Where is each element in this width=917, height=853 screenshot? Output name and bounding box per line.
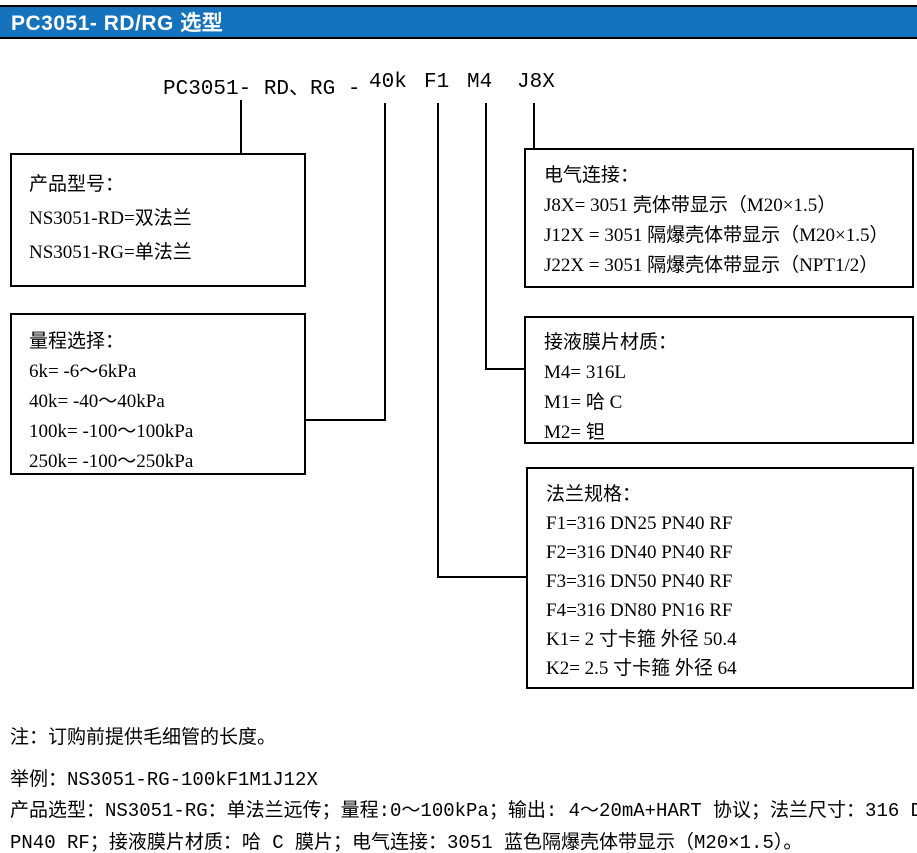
order-note: 注：订购前提供毛细管的长度。: [10, 727, 277, 749]
connector-diaphragm-horizontal: [485, 368, 526, 370]
range-selection-box-title: 量程选择：: [29, 331, 125, 352]
range-option: 40k= -40～40kPa: [29, 391, 165, 412]
product-model-option: NS3051-RD=双法兰: [29, 208, 192, 229]
model-code-flange: F1: [424, 71, 450, 94]
diaphragm-option: M4= 316L: [544, 362, 626, 383]
electrical-connection-box-title: 电气连接：: [544, 165, 640, 186]
product-model-box-title: 产品型号：: [29, 174, 125, 195]
range-option: 6k= -6～6kPa: [29, 361, 137, 382]
connector-range-vertical: [384, 103, 386, 421]
example-description-line2: PN40 RF；接液膜片材质：哈 C 膜片；电气连接：3051 蓝色隔爆壳体带显…: [10, 832, 803, 853]
electrical-option: J8X= 3051 壳体带显示（M20×1.5）: [544, 195, 837, 216]
model-code-diaphragm: M4: [467, 71, 493, 94]
flange-option: F1=316 DN25 PN40 RF: [546, 513, 733, 534]
connector-product-vertical: [240, 100, 242, 153]
example-model-code: 举例：NS3051-RG-100kF1M1J12X: [10, 769, 318, 791]
diaphragm-option: M1= 哈 C: [544, 392, 623, 413]
product-model-option: NS3051-RG=单法兰: [29, 242, 192, 263]
flange-option: K2= 2.5 寸卡箍 外径 64: [546, 658, 737, 679]
electrical-option: J22X = 3051 隔爆壳体带显示（NPT1/2）: [544, 255, 879, 276]
flange-option: F4=316 DN80 PN16 RF: [546, 600, 733, 621]
connector-electrical-vertical: [533, 103, 535, 150]
flange-spec-box: 法兰规格： F1=316 DN25 PN40 RF F2=316 DN40 PN…: [526, 467, 914, 689]
header-bar: PC3051- RD/RG 选型: [0, 5, 917, 39]
model-code-prefix: PC3051- RD、RG -: [163, 78, 361, 101]
connector-flange-horizontal: [437, 576, 528, 578]
connector-diaphragm-vertical: [485, 103, 487, 370]
connector-range-horizontal: [305, 419, 386, 421]
flange-option: K1= 2 寸卡箍 外径 50.4: [546, 629, 737, 650]
range-option: 100k= -100～100kPa: [29, 421, 194, 442]
page-title: PC3051- RD/RG 选型: [11, 12, 224, 35]
diaphragm-material-box-title: 接液膜片材质：: [544, 332, 678, 353]
product-model-box: 产品型号： NS3051-RD=双法兰 NS3051-RG=单法兰: [10, 153, 306, 287]
flange-spec-box-title: 法兰规格：: [546, 484, 642, 505]
range-selection-box: 量程选择： 6k= -6～6kPa 40k= -40～40kPa 100k= -…: [10, 313, 306, 475]
diaphragm-material-box: 接液膜片材质： M4= 316L M1= 哈 C M2= 钽: [524, 316, 914, 444]
electrical-option: J12X = 3051 隔爆壳体带显示（M20×1.5）: [544, 225, 889, 246]
model-code-range: 40k: [369, 71, 407, 94]
range-option: 250k= -100～250kPa: [29, 451, 194, 472]
flange-option: F3=316 DN50 PN40 RF: [546, 571, 733, 592]
connector-flange-vertical: [437, 103, 439, 578]
flange-option: F2=316 DN40 PN40 RF: [546, 542, 733, 563]
model-code-electrical: J8X: [517, 71, 555, 94]
diaphragm-option: M2= 钽: [544, 422, 605, 443]
example-description-line1: 产品选型：NS3051-RG：单法兰远传；量程:0～100kPa；输出: 4～2…: [10, 800, 917, 822]
electrical-connection-box: 电气连接： J8X= 3051 壳体带显示（M20×1.5） J12X = 30…: [524, 148, 914, 288]
